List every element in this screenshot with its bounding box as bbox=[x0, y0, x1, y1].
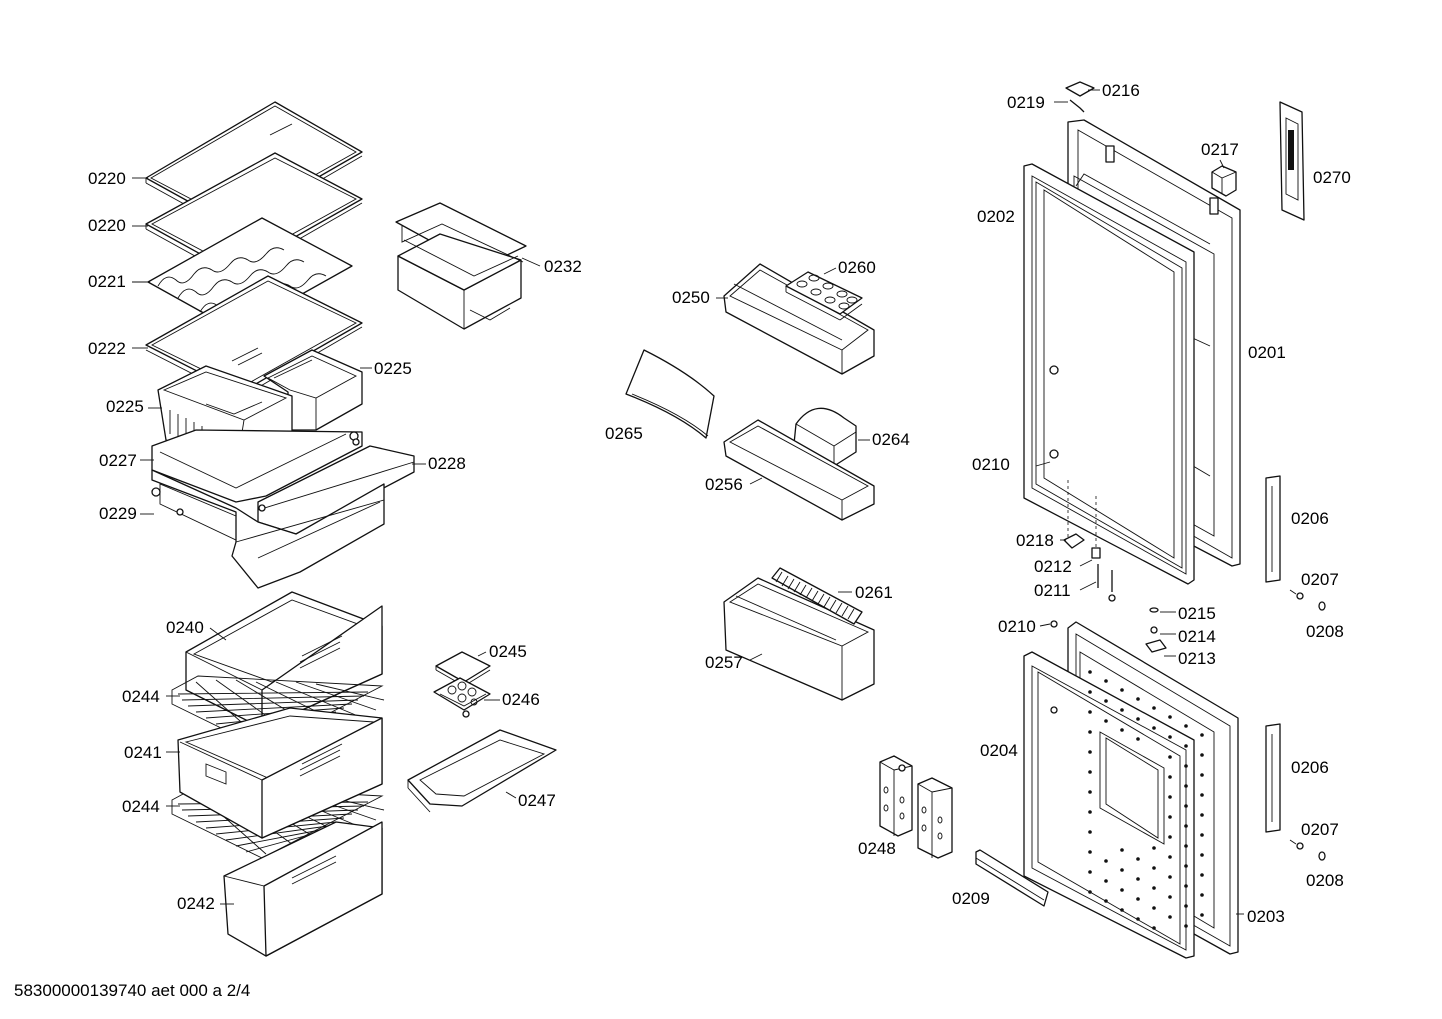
label-0204: 0204 bbox=[980, 741, 1018, 760]
label-0225-left: 0225 bbox=[106, 397, 144, 416]
hinge-pin-0210-lower bbox=[1050, 620, 1058, 714]
label-0247: 0247 bbox=[518, 791, 556, 810]
label-0219: 0219 bbox=[1007, 93, 1045, 112]
cover-plate bbox=[151, 429, 363, 503]
label-0222: 0222 bbox=[88, 339, 126, 358]
upper-gasket-0202 bbox=[1023, 163, 1195, 585]
label-0264: 0264 bbox=[872, 430, 910, 449]
egg-holder-0260 bbox=[785, 271, 863, 321]
hinge-pin-0210-upper bbox=[1049, 365, 1059, 459]
base-frame-0229 bbox=[151, 469, 385, 589]
egg-tray-0246 bbox=[433, 677, 491, 718]
lower-gasket-0204 bbox=[1023, 651, 1195, 959]
label-0209: 0209 bbox=[952, 889, 990, 908]
label-0207-upper: 0207 bbox=[1301, 570, 1339, 589]
hinge-parts-0211-0218 bbox=[1063, 480, 1116, 602]
handle-0206-lower bbox=[1265, 723, 1281, 833]
label-0216: 0216 bbox=[1102, 81, 1140, 100]
label-0244-upper: 0244 bbox=[122, 687, 160, 706]
washer-0208-upper bbox=[1318, 601, 1326, 611]
label-0220-top: 0220 bbox=[88, 169, 126, 188]
label-0250: 0250 bbox=[672, 288, 710, 307]
cover-0217 bbox=[1211, 165, 1237, 197]
label-0218: 0218 bbox=[1016, 531, 1054, 550]
control-panel-0270 bbox=[1279, 101, 1305, 221]
door-balcony-0257 bbox=[723, 577, 875, 701]
label-0208-lower: 0208 bbox=[1306, 871, 1344, 890]
label-0210-upper: 0210 bbox=[972, 455, 1010, 474]
screw-0207-upper bbox=[1289, 589, 1304, 600]
label-0206-lower: 0206 bbox=[1291, 758, 1329, 777]
label-0221: 0221 bbox=[88, 272, 126, 291]
leader-lines bbox=[132, 89, 1244, 915]
drawer-0242 bbox=[223, 821, 383, 957]
label-0225-right: 0225 bbox=[374, 359, 412, 378]
label-0210-lower: 0210 bbox=[998, 617, 1036, 636]
kick-plate-0209 bbox=[975, 849, 1049, 907]
bottle-guard-0261 bbox=[771, 567, 863, 625]
label-0217: 0217 bbox=[1201, 140, 1239, 159]
label-0202: 0202 bbox=[977, 207, 1015, 226]
label-0240: 0240 bbox=[166, 618, 204, 637]
door-balcony-0256 bbox=[723, 419, 875, 521]
label-0248: 0248 bbox=[858, 839, 896, 858]
label-0246: 0246 bbox=[502, 690, 540, 709]
document-code-footer: 58300000139740 aet 000 a 2/4 bbox=[14, 981, 251, 1000]
screw-0207-lower bbox=[1289, 839, 1304, 850]
label-0212: 0212 bbox=[1034, 557, 1072, 576]
lower-door-liner-dots bbox=[1088, 670, 1204, 930]
label-0201: 0201 bbox=[1248, 343, 1286, 362]
label-0256: 0256 bbox=[705, 475, 743, 494]
label-0208-upper: 0208 bbox=[1306, 622, 1344, 641]
hinge-0213-0215 bbox=[1145, 607, 1167, 653]
cold-packs-0248 bbox=[879, 755, 953, 859]
washer-0208-lower bbox=[1318, 851, 1326, 861]
label-0260: 0260 bbox=[838, 258, 876, 277]
handle-0206-upper bbox=[1265, 475, 1281, 583]
label-0228: 0228 bbox=[428, 454, 466, 473]
label-0213: 0213 bbox=[1178, 649, 1216, 668]
label-0220-second: 0220 bbox=[88, 216, 126, 235]
label-0211: 0211 bbox=[1034, 581, 1071, 600]
label-0270: 0270 bbox=[1313, 168, 1351, 187]
label-0214: 0214 bbox=[1178, 627, 1216, 646]
label-0257: 0257 bbox=[705, 653, 743, 672]
label-0206-upper: 0206 bbox=[1291, 509, 1329, 528]
top-bracket-0216 bbox=[1065, 81, 1095, 97]
label-0227: 0227 bbox=[99, 451, 137, 470]
label-0215: 0215 bbox=[1178, 604, 1216, 623]
label-0207-lower: 0207 bbox=[1301, 820, 1339, 839]
label-0265: 0265 bbox=[605, 424, 643, 443]
door-balcony-0250 bbox=[723, 263, 875, 375]
label-0203: 0203 bbox=[1247, 907, 1285, 926]
label-0232: 0232 bbox=[544, 257, 582, 276]
ice-tray-0247 bbox=[407, 729, 557, 813]
label-0245: 0245 bbox=[489, 642, 527, 661]
drawer-0241 bbox=[177, 707, 383, 839]
label-0261: 0261 bbox=[855, 583, 893, 602]
label-0244-lower: 0244 bbox=[122, 797, 160, 816]
label-0229: 0229 bbox=[99, 504, 137, 523]
container-0232 bbox=[395, 202, 527, 330]
label-0242: 0242 bbox=[177, 894, 215, 913]
screw-0219 bbox=[1069, 99, 1085, 113]
label-0241: 0241 bbox=[124, 743, 162, 762]
divider-0265 bbox=[625, 349, 715, 439]
